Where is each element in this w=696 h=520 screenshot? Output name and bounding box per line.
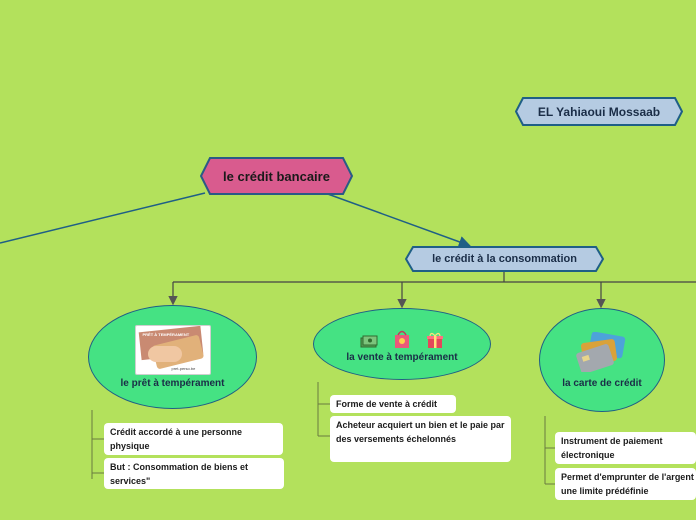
child-vente-temperament[interactable]: la vente à tempérament xyxy=(313,308,491,380)
branch-node-shape xyxy=(405,246,604,272)
carte-credit-label: la carte de crédit xyxy=(562,377,642,389)
note-pret-2-text: But : Consommation de biens et services" xyxy=(110,462,249,486)
link-root-offscreen xyxy=(0,192,206,244)
vente-temperament-label: la vente à tempérament xyxy=(346,352,458,363)
note-pret-1-text: Crédit accordé à une personne physique xyxy=(110,427,243,451)
child-pret-temperament[interactable]: PRÊT À TEMPÉRAMENT pret-perso.be le prêt… xyxy=(88,305,257,409)
root-node-shape xyxy=(200,157,353,195)
child-carte-credit[interactable]: la carte de crédit xyxy=(539,308,665,412)
note-carte-1-text: Instrument de paiement électronique xyxy=(561,436,663,460)
author-node-shape xyxy=(515,97,683,126)
note-carte-2-text: Permet d'emprunter de l'argent jusqu'à u… xyxy=(561,472,696,496)
pret-temperament-image: PRÊT À TEMPÉRAMENT pret-perso.be xyxy=(134,325,211,375)
note-vente-1-text: Forme de vente à crédit xyxy=(336,399,438,409)
link-notes-2 xyxy=(317,382,332,437)
image-website: pret-perso.be xyxy=(171,366,196,371)
gift-icon xyxy=(427,332,443,348)
note-vente-2[interactable]: Acheteur acquiert un bien et le paie par… xyxy=(330,416,511,462)
author-label: EL Yahiaoui Mossaab xyxy=(537,104,661,119)
branch-node[interactable]: le crédit à la consommation xyxy=(405,246,604,272)
credit-cards-icon xyxy=(576,331,626,372)
note-vente-2-text: Acheteur acquiert un bien et le paie par… xyxy=(336,420,505,444)
pret-temperament-label: le prêt à tempérament xyxy=(120,378,225,389)
note-carte-2[interactable]: Permet d'emprunter de l'argent jusqu'à u… xyxy=(555,468,696,500)
link-branch-bus xyxy=(173,271,696,283)
link-root-branch xyxy=(324,192,471,248)
image-caption: PRÊT À TEMPÉRAMENT xyxy=(142,332,190,337)
shopping-bag-icon xyxy=(395,330,409,348)
root-label: le crédit bancaire xyxy=(223,168,330,184)
money-icon xyxy=(360,335,378,348)
note-vente-1[interactable]: Forme de vente à crédit xyxy=(330,395,456,413)
note-pret-1[interactable]: Crédit accordé à une personne physique xyxy=(104,423,283,455)
author-node[interactable]: EL Yahiaoui Mossaab xyxy=(515,97,683,126)
link-notes-1 xyxy=(91,410,106,479)
note-pret-2[interactable]: But : Consommation de biens et services" xyxy=(104,458,284,489)
note-carte-1[interactable]: Instrument de paiement électronique xyxy=(555,432,696,464)
root-node[interactable]: le crédit bancaire xyxy=(200,157,353,195)
branch-label: le crédit à la consommation xyxy=(432,253,577,265)
